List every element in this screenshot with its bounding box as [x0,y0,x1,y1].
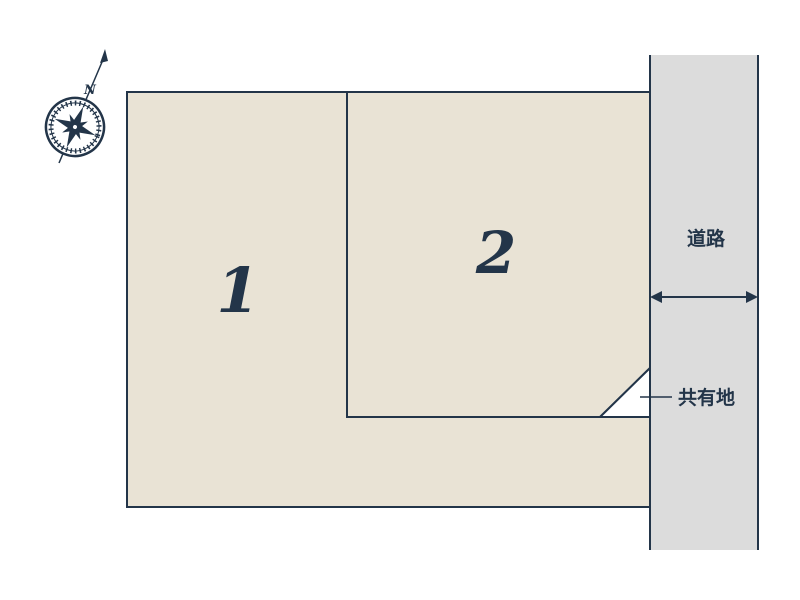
compass-rose-icon: N [44,49,108,164]
lot-1-number: 1 [216,254,259,327]
compass-north-label: N [83,83,97,98]
road-label: 道路 [687,227,726,250]
shared-land-label: 共有地 [678,386,735,409]
lot-2-number: 2 [475,219,516,287]
shared-land-triangle [597,365,651,418]
road-strip [650,55,758,550]
road-width-arrow [650,291,758,303]
